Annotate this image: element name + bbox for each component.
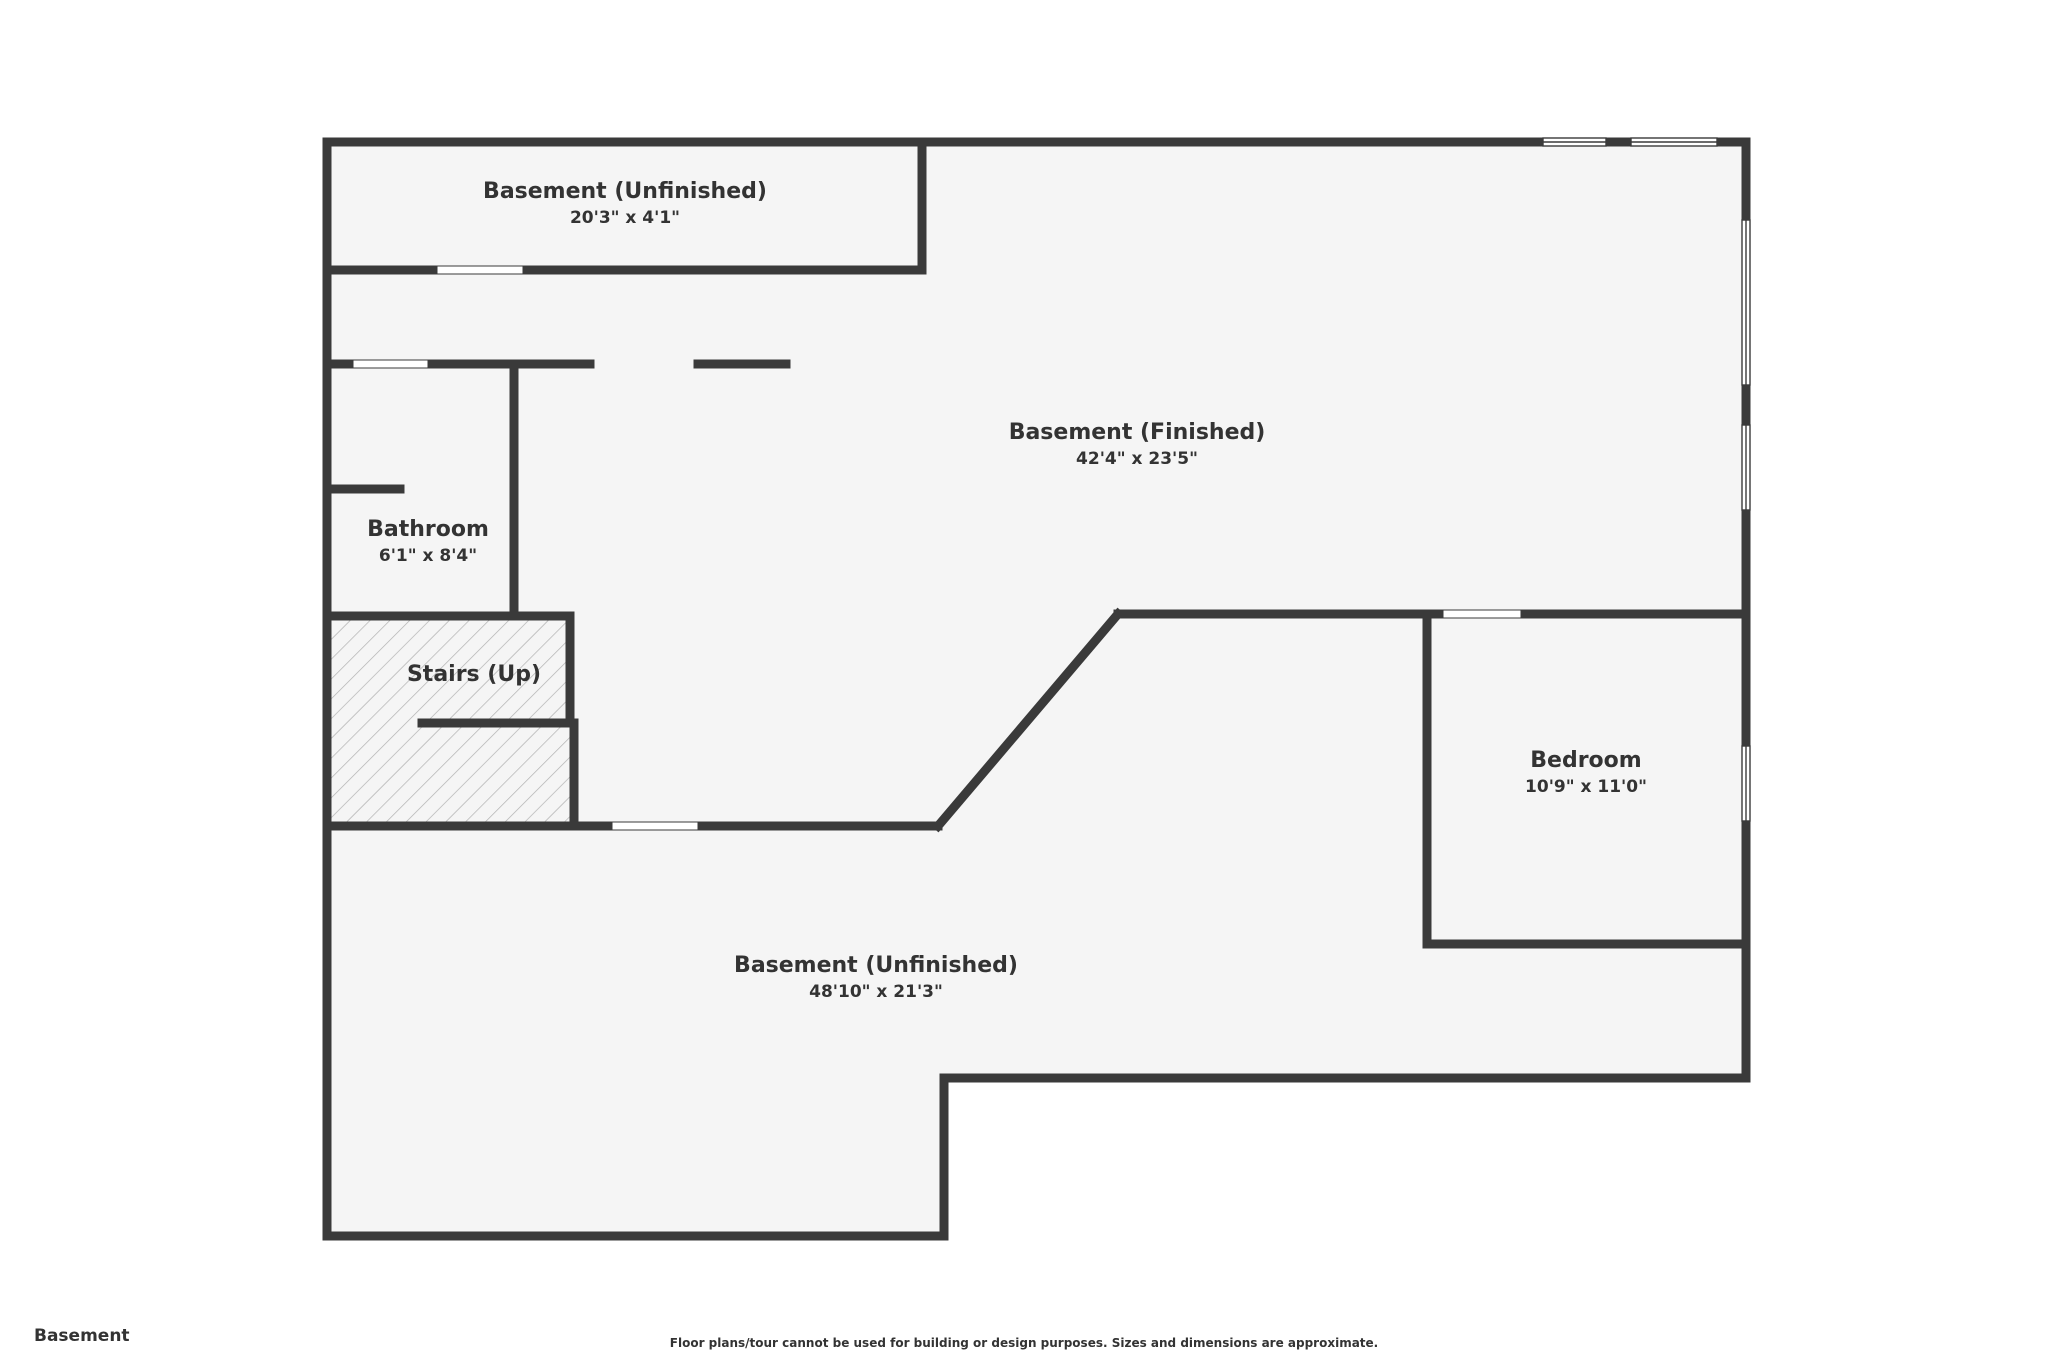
- room-name: Stairs (Up): [407, 662, 541, 687]
- wall-diagonal: [931, 607, 1125, 833]
- disclaimer: Floor plans/tour cannot be used for buil…: [669, 1336, 1379, 1350]
- room-dimensions: 10'9" x 11'0": [1525, 777, 1647, 797]
- room-dimensions: 48'10" x 21'3": [809, 982, 943, 1002]
- door-opening: [352, 359, 429, 369]
- room-name: Basement (Unfinished): [483, 179, 767, 204]
- windows: [1542, 137, 1751, 822]
- window: [1741, 424, 1751, 511]
- room-name: Basement (Unfinished): [734, 953, 1018, 978]
- room-labels: Basement (Unfinished) 20'3" x 4'1" Basem…: [367, 179, 1647, 1002]
- window: [1741, 745, 1751, 822]
- room-dimensions: 20'3" x 4'1": [570, 208, 680, 228]
- door-opening: [1442, 609, 1522, 619]
- door-openings: [352, 265, 1522, 831]
- room-name: Bedroom: [1530, 748, 1641, 773]
- room-dimensions: 6'1" x 8'4": [379, 546, 477, 566]
- door-opening: [436, 265, 524, 275]
- window: [1741, 219, 1751, 386]
- room-dimensions: 42'4" x 23'5": [1076, 449, 1198, 469]
- floor-area: [327, 142, 1746, 1236]
- door-opening: [611, 821, 699, 831]
- floor-label: Basement: [34, 1326, 130, 1346]
- room-name: Basement (Finished): [1009, 420, 1266, 445]
- window: [1542, 137, 1607, 147]
- window: [1630, 137, 1718, 147]
- room-name: Bathroom: [367, 517, 489, 542]
